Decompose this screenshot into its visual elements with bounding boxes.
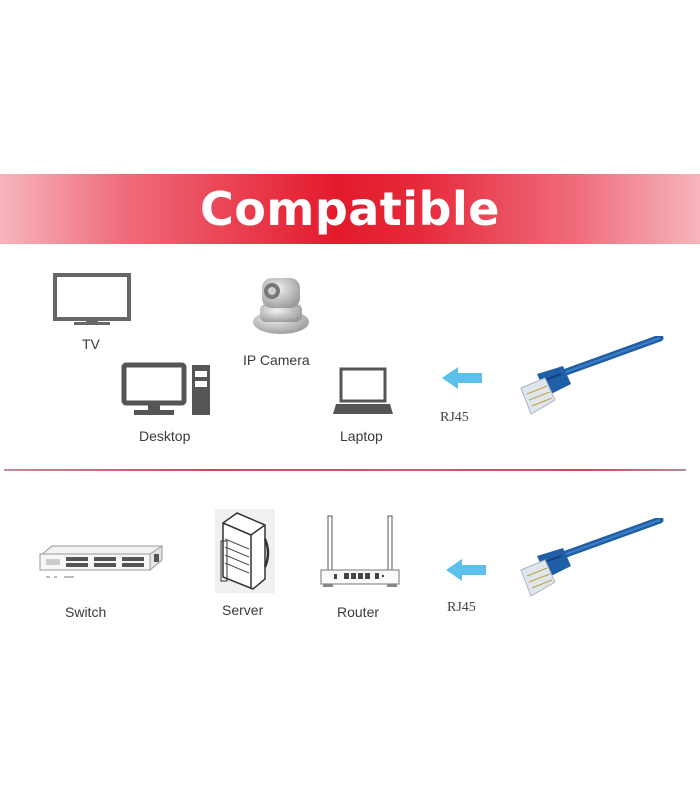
desktop-label: Desktop [139, 428, 191, 444]
ip-camera-icon [253, 278, 309, 334]
switch-label: Switch [65, 604, 107, 620]
compatible-banner: Compatible [0, 174, 700, 244]
banner-title: Compatible [200, 182, 500, 236]
rj45-cable-icon [520, 518, 664, 597]
arrow-left-icon [446, 559, 486, 581]
desktop-icon [121, 362, 210, 415]
router-icon [320, 515, 400, 587]
server-icon [215, 509, 275, 593]
rj45-cable-icon [520, 336, 664, 415]
rj45-label: RJ45 [440, 410, 469, 425]
laptop-label: Laptop [340, 428, 383, 444]
tv-icon [53, 273, 131, 325]
switch-icon [39, 545, 163, 578]
server-label: Server [222, 602, 264, 618]
rj45-label: RJ45 [447, 600, 476, 615]
ip-camera-label: IP Camera [243, 352, 310, 368]
laptop-icon [333, 367, 393, 414]
tv-label: TV [82, 336, 100, 352]
section-divider [4, 469, 686, 471]
router-label: Router [337, 604, 380, 620]
arrow-left-icon [442, 367, 482, 389]
